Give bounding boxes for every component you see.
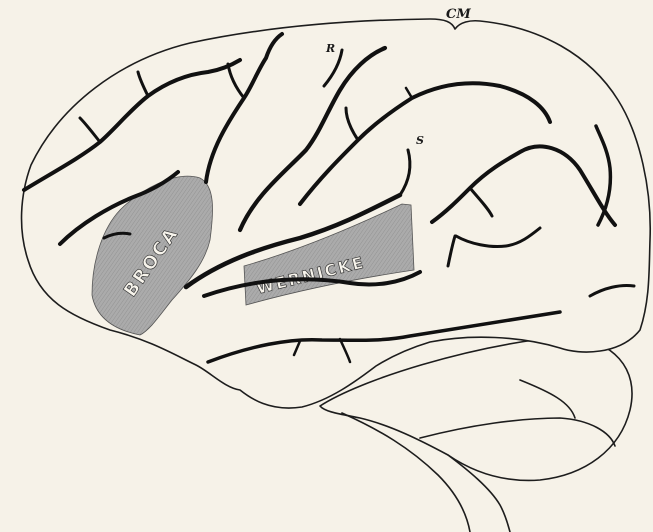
cerebrum-outline <box>22 19 651 408</box>
brainstem-outline <box>448 455 510 532</box>
cm-marker: CM <box>446 7 471 22</box>
s-marker: S <box>416 134 424 147</box>
cerebellum-fold <box>520 380 575 418</box>
r-marker: R <box>325 42 335 55</box>
cerebellum-fold <box>420 418 615 446</box>
